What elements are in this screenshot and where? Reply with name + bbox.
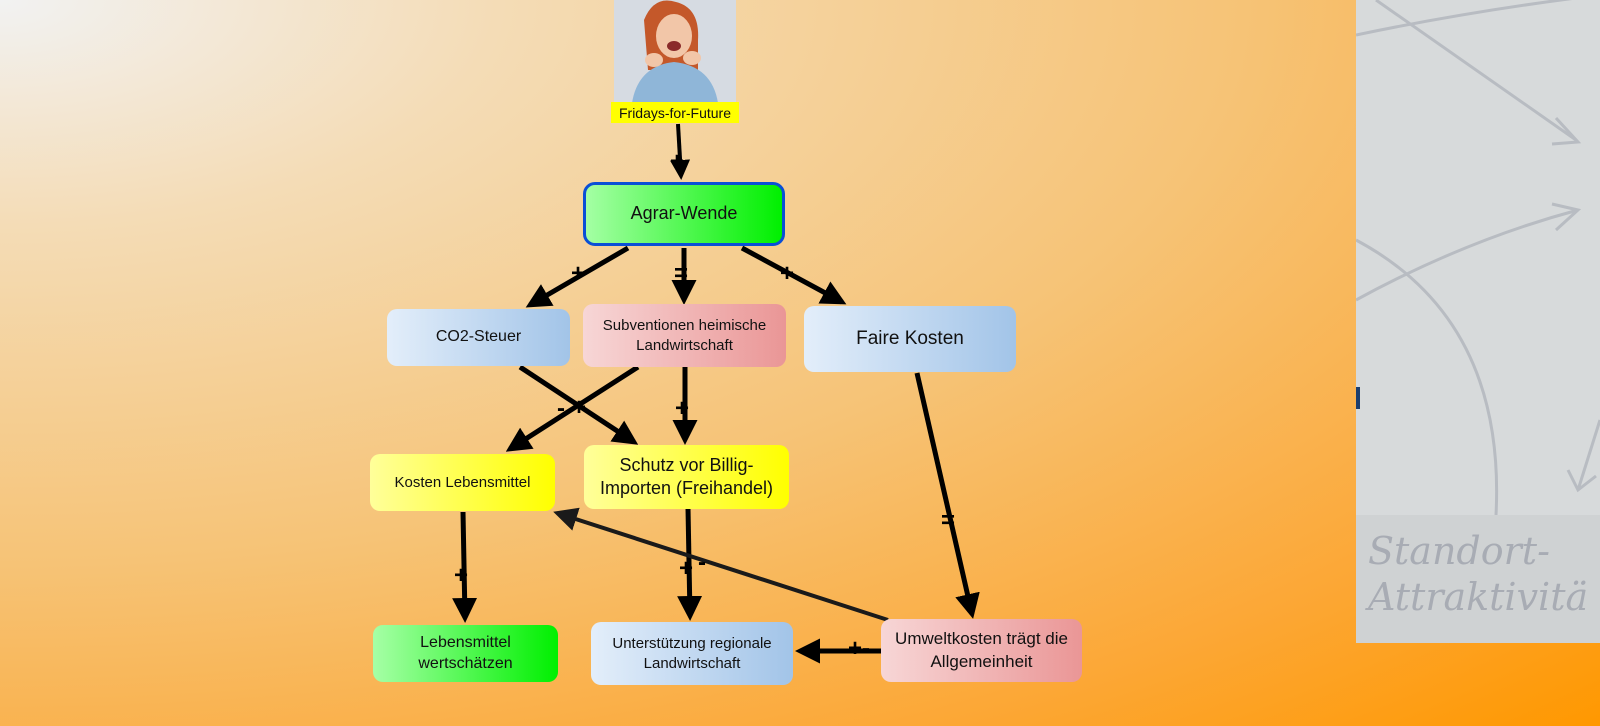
sign-subventionen-schutz: + xyxy=(675,395,690,422)
link-faire-umwelt xyxy=(914,372,980,619)
sign-subventionen-kosten: + xyxy=(572,394,587,421)
sign-umwelt-kosten: - xyxy=(698,549,706,576)
sign-co2-kosten: - xyxy=(557,395,565,422)
side-caption-line2: Attraktivitä xyxy=(1368,574,1589,619)
sign-agrar-subventionen: = xyxy=(674,260,689,287)
link-schutz-unterstuetzung xyxy=(677,507,703,621)
link-agrar-faire xyxy=(740,245,847,305)
node-schutz-billig-importe[interactable]: Schutz vor Billig-Importen (Freihandel) xyxy=(584,445,789,509)
fridays-for-future-photo[interactable] xyxy=(614,0,736,103)
link-fridays-agrar xyxy=(670,123,691,180)
node-agrar-wende[interactable]: Agrar-Wende xyxy=(583,182,785,246)
node-co2-steuer[interactable]: CO2-Steuer xyxy=(387,309,570,366)
link-subventionen-kosten xyxy=(505,364,640,452)
person-photo-illustration xyxy=(614,0,736,103)
sign-faire-umwelt: = xyxy=(941,507,956,534)
sketch-arrows-illustration xyxy=(1356,0,1600,516)
node-lebensmittel-wertschaetzen[interactable]: Lebensmittel wertschätzen xyxy=(373,625,558,682)
side-caption-line1: Standort- xyxy=(1368,529,1550,573)
node-subventionen[interactable]: Subventionen heimische Landwirtschaft xyxy=(583,304,786,367)
sign-agrar-faire: + xyxy=(780,260,795,287)
photo-label: Fridays-for-Future xyxy=(611,102,739,123)
node-faire-kosten[interactable]: Faire Kosten xyxy=(804,306,1016,372)
sign-fridays-agrar: + xyxy=(670,148,685,175)
sign-kosten-lebensmittel: + xyxy=(454,562,469,589)
background-slide-panel: Standort- Attraktivitä xyxy=(1356,0,1600,643)
node-kosten-lebensmittel[interactable]: Kosten Lebensmittel xyxy=(370,454,555,511)
node-unterstuetzung-regional[interactable]: Unterstützung regionale Landwirtschaft xyxy=(591,622,793,685)
link-agrar-co2 xyxy=(525,245,630,308)
link-kosten-lebensmittel xyxy=(452,511,478,623)
link-umwelt-kosten xyxy=(553,507,889,622)
sign-umwelt-unterstuetzung: +- xyxy=(848,635,871,662)
sign-schutz-unterstuetzung: + xyxy=(679,555,694,582)
node-umweltkosten[interactable]: Umweltkosten trägt die Allgemeinheit xyxy=(881,619,1082,682)
side-caption: Standort- Attraktivitä xyxy=(1356,515,1600,643)
sign-agrar-co2: + xyxy=(571,260,586,287)
